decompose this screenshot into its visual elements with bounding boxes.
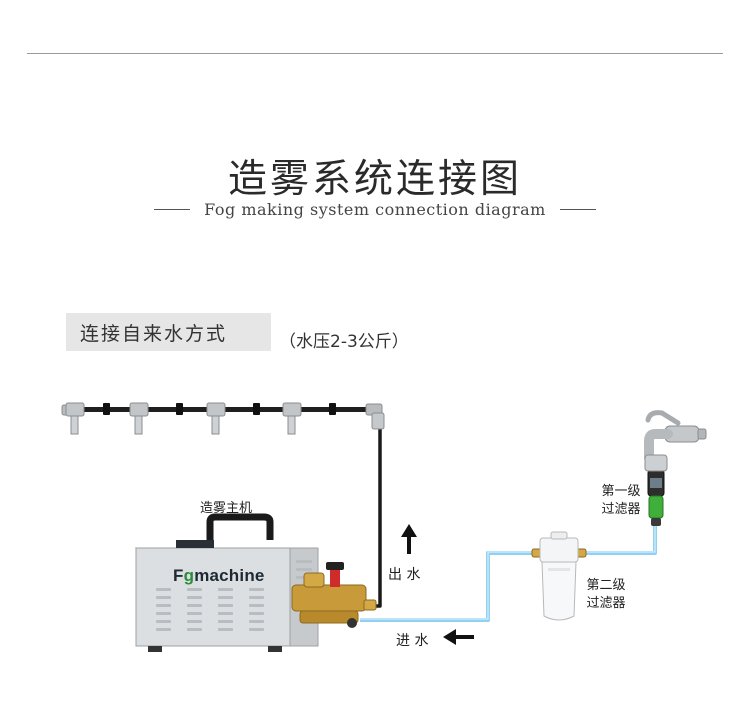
water-in-label: 进 水 — [396, 633, 429, 649]
filter-2-label-line1: 第二级 — [586, 578, 626, 593]
pump-icon — [291, 562, 377, 628]
high-pressure-hose — [372, 418, 382, 608]
subtitle-dash-left — [154, 209, 191, 210]
mist-nozzle-icon — [129, 402, 149, 435]
water-out-label: 出 水 — [388, 567, 421, 583]
filter-1-label-line1: 第一级 — [601, 484, 641, 499]
method-label-box — [66, 313, 271, 351]
page-subtitle: Fog making system connection diagram — [204, 200, 546, 219]
pressure-note: （水压2-3公斤） — [279, 332, 409, 352]
mist-nozzle-icon — [206, 402, 226, 435]
hose-couplers — [103, 403, 336, 415]
mist-nozzle-icon — [282, 402, 302, 435]
brand-logo: Fgmachine — [173, 566, 265, 585]
subtitle-row: Fog making system connection diagram — [0, 200, 750, 219]
arrow-up-icon — [401, 524, 417, 554]
water-filter-icon — [531, 531, 587, 621]
filter-1-label: 第一级 过滤器 — [591, 483, 651, 519]
arrow-left-icon — [443, 629, 474, 645]
water-pipe-highlight — [360, 525, 656, 620]
method-label: 连接自来水方式 — [80, 323, 228, 345]
host-label: 造雾主机 — [200, 501, 253, 516]
filter-1-label-line2: 过滤器 — [601, 502, 641, 517]
faucet-icon — [644, 410, 707, 472]
filter-2-label: 第二级 过滤器 — [582, 577, 630, 613]
filter-2-label-line2: 过滤器 — [586, 596, 626, 611]
inline-filter — [647, 469, 665, 526]
page-title: 造雾系统连接图 — [227, 157, 522, 202]
mist-nozzle-icon — [65, 402, 85, 435]
top-divider — [27, 53, 723, 54]
subtitle-dash-right — [559, 209, 596, 210]
